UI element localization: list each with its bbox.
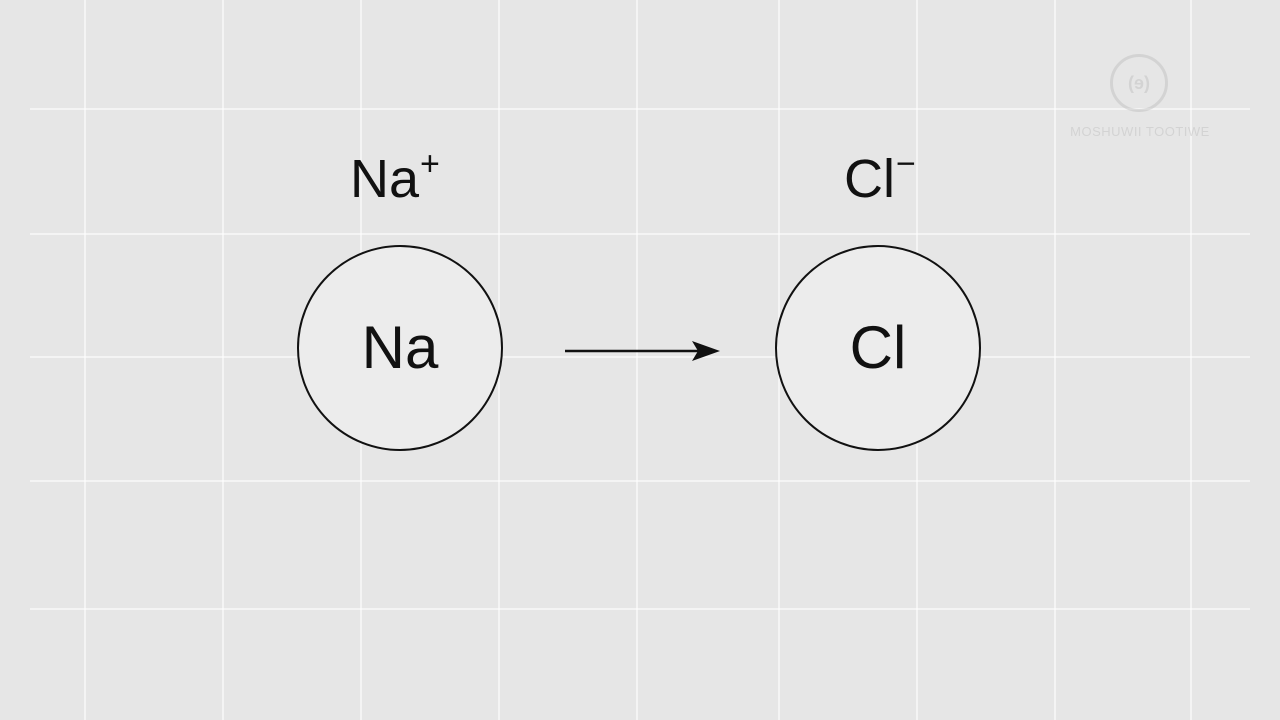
grid-line [1190,0,1192,720]
sodium-ion-charge: + [420,145,440,183]
grid-line [222,0,224,720]
chloride-ion-symbol: Cl [844,149,895,209]
watermark-emblem: (ɘ) [1110,54,1168,112]
grid-line [30,233,1250,235]
chlorine-atom: Cl [775,245,981,451]
watermark: (ɘ) MOSHUWII TOOTIWE [1060,50,1220,150]
grid-line [30,608,1250,610]
sodium-atom: Na [297,245,503,451]
grid-line [30,356,1250,358]
watermark-text: MOSHUWII TOOTIWE [1070,124,1210,139]
grid-line [84,0,86,720]
transfer-arrow [565,341,720,361]
grid-line [30,480,1250,482]
grid-line [636,0,638,720]
arrow-head [692,341,720,361]
chloride-ion-charge: − [896,145,916,183]
chlorine-atom-symbol: Cl [849,314,907,381]
sodium-atom-symbol: Na [361,314,439,381]
sodium-ion-label: Na+ [350,147,440,209]
sodium-ion-symbol: Na [350,149,420,209]
grid-line [30,108,1250,110]
grid-line [1054,0,1056,720]
watermark-emblem-text: (ɘ) [1128,72,1150,93]
chloride-ion-label: Cl− [844,147,916,209]
